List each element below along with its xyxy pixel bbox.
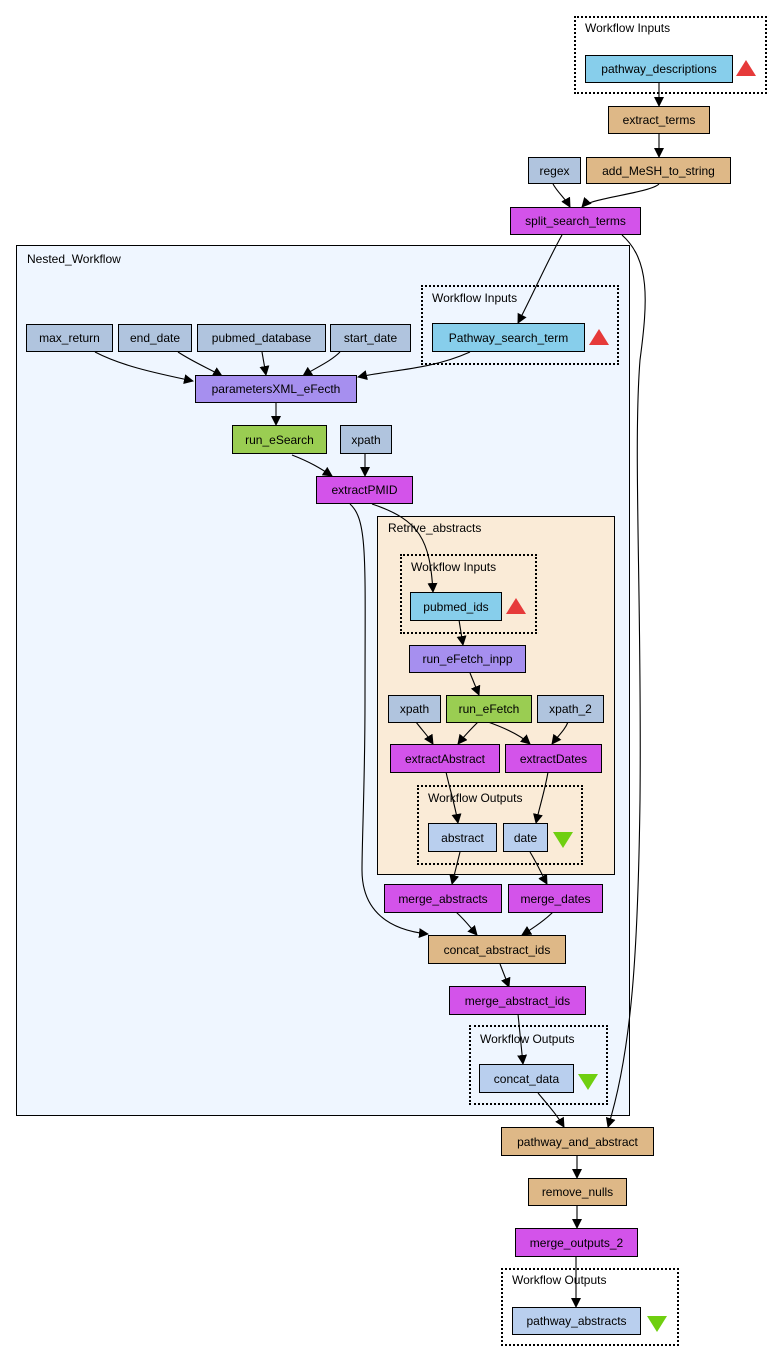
node-merge-dates[interactable]: merge_dates: [508, 884, 603, 913]
input-marker-icon: [506, 598, 526, 614]
node-regex[interactable]: regex: [528, 157, 581, 184]
edge-extractdates-to-date: [533, 771, 549, 824]
edge-run-efetch-to-extractdates: [487, 721, 531, 745]
node-start-date[interactable]: start_date: [330, 324, 411, 352]
input-marker-icon: [736, 60, 756, 76]
output-marker-icon: [553, 832, 573, 848]
node-xpath-outer[interactable]: xpath: [340, 425, 392, 454]
retrieve-workflow-inputs-cluster: [400, 554, 537, 634]
node-add-mesh-to-string[interactable]: add_MeSH_to_string: [586, 157, 731, 184]
input-marker-icon: [589, 329, 609, 345]
node-merge-abstract-ids[interactable]: merge_abstract_ids: [449, 986, 586, 1015]
edge-end-date-to-params: [177, 351, 223, 377]
node-pathway-and-abstract[interactable]: pathway_and_abstract: [501, 1127, 654, 1156]
node-extractabstract[interactable]: extractAbstract: [390, 744, 500, 773]
edge-date-to-merge-dates: [529, 851, 548, 885]
node-merge-outputs-2[interactable]: merge_outputs_2: [515, 1228, 638, 1257]
node-xpath-2[interactable]: xpath_2: [537, 695, 604, 723]
edge-merge-dates-to-concat: [521, 911, 554, 936]
edge-pubmed-db-to-params: [259, 351, 270, 376]
edge-start-date-to-params: [302, 351, 341, 377]
edge-pubmed-ids-to-run-efetch-inpp: [456, 619, 467, 646]
node-extract-terms[interactable]: extract_terms: [608, 106, 710, 134]
edge-add-mesh-to-split: [581, 183, 660, 208]
node-pubmed-ids[interactable]: pubmed_ids: [410, 592, 502, 621]
edge-split-to-pathway-search-term: [517, 234, 563, 324]
edge-run-esearch-to-extractpmid: [291, 454, 333, 477]
edge-run-efetch-to-extractabstract: [457, 721, 479, 745]
edge-concat-data-to-pathway-and-abstract: [537, 1092, 565, 1128]
edge-max-return-to-params: [94, 351, 194, 385]
nested-workflow-inputs-cluster: [421, 285, 619, 365]
top-workflow-inputs-cluster: [574, 16, 767, 94]
node-concat-abstract-ids[interactable]: concat_abstract_ids: [428, 935, 566, 964]
node-run-esearch[interactable]: run_eSearch: [232, 425, 327, 454]
node-abstract[interactable]: abstract: [428, 823, 497, 852]
node-concat-data[interactable]: concat_data: [479, 1064, 574, 1093]
top-workflow-outputs-label: Workflow Outputs: [512, 1273, 607, 1287]
edge-xpath-inner-to-extractabstract: [415, 721, 434, 745]
node-parametersxml-efecth[interactable]: parametersXML_eFecth: [195, 375, 357, 403]
edge-merge-abstracts-to-concat: [455, 911, 478, 936]
output-marker-icon: [578, 1074, 598, 1090]
edge-extractpmid-to-concat-ids: [349, 503, 429, 939]
retrieve-workflow-outputs-cluster: [417, 785, 583, 865]
edge-concat-to-merge-ids: [499, 963, 511, 988]
node-merge-abstracts[interactable]: merge_abstracts: [384, 884, 502, 913]
edge-inpp-to-run-efetch: [469, 672, 481, 696]
node-date[interactable]: date: [503, 823, 548, 852]
nested-workflow-label: Nested_Workflow: [27, 252, 121, 266]
node-xpath-inner[interactable]: xpath: [388, 695, 441, 723]
node-remove-nulls[interactable]: remove_nulls: [528, 1178, 627, 1206]
node-split-search-terms[interactable]: split_search_terms: [510, 207, 641, 235]
retrieve-workflow-inputs-label: Workflow Inputs: [411, 560, 497, 574]
nested-workflow-outputs-cluster: [469, 1025, 608, 1105]
edge-split-to-pathway-and-abstract: [605, 234, 646, 1128]
edge-extractabstract-to-abstract: [445, 771, 462, 824]
node-pubmed-database[interactable]: pubmed_database: [197, 324, 326, 352]
edge-xpath-2-to-extractdates: [551, 721, 569, 745]
node-pathway-search-term[interactable]: Pathway_search_term: [432, 323, 585, 352]
nested-workflow-inputs-label: Workflow Inputs: [432, 291, 518, 305]
top-workflow-inputs-label: Workflow Inputs: [585, 21, 671, 35]
node-extractdates[interactable]: extractDates: [505, 744, 602, 773]
edge-abstract-to-merge-abstracts: [449, 851, 461, 885]
node-end-date[interactable]: end_date: [118, 324, 192, 352]
node-pathway-abstracts[interactable]: pathway_abstracts: [512, 1307, 641, 1335]
edge-search-term-to-params: [357, 351, 471, 380]
edge-regex-to-split: [552, 183, 571, 208]
output-marker-icon: [647, 1316, 667, 1332]
node-pathway-descriptions[interactable]: pathway_descriptions: [585, 55, 733, 83]
top-workflow-outputs-cluster: [501, 1268, 679, 1346]
node-run-efetch[interactable]: run_eFetch: [446, 695, 532, 723]
node-run-efetch-inpp[interactable]: run_eFetch_inpp: [409, 645, 526, 673]
node-extractpmid[interactable]: extractPMID: [316, 476, 413, 504]
edge-merge-ids-to-concat-data: [517, 1013, 528, 1065]
edge-extractpmid-to-pubmed-ids: [371, 503, 438, 593]
nested-workflow-outputs-label: Workflow Outputs: [480, 1032, 575, 1046]
node-max-return[interactable]: max_return: [26, 324, 113, 352]
